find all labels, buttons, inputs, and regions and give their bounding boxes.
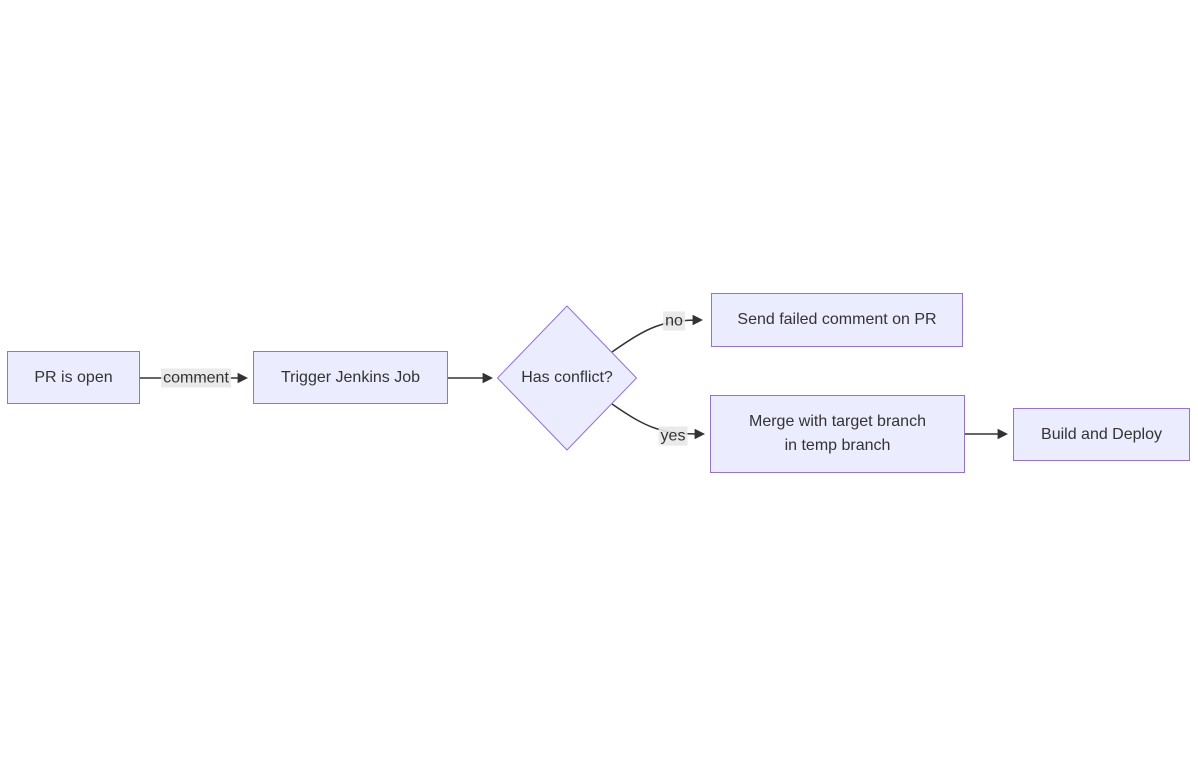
edge-label-yes: yes [658,426,688,446]
node-trigger-jenkins-job: Trigger Jenkins Job [253,351,448,404]
node-trigger-jenkins-job-label: Trigger Jenkins Job [280,368,421,386]
node-merge-temp-branch-label-line1: Merge with target branch [749,413,926,430]
node-send-failed-comment: Send failed comment on PR [711,293,963,347]
edge-label-no: no [663,311,685,331]
edge-has-conflict-no-to-send-failed [611,314,704,353]
node-merge-temp-branch-label-line2: in temp branch [784,437,891,454]
node-pr-is-open: PR is open [7,351,140,404]
node-merge-temp-branch: Merge with target branch in temp branch [710,395,965,473]
node-build-and-deploy: Build and Deploy [1013,408,1190,461]
node-pr-is-open-label: PR is open [34,368,113,386]
node-build-and-deploy-label: Build and Deploy [1041,425,1162,443]
node-send-failed-comment-label: Send failed comment on PR [737,311,937,328]
node-has-conflict: Has conflict? [497,306,637,450]
edge-has-conflict-yes-to-merge [611,403,706,440]
decision-diamond-shape [496,305,638,451]
node-has-conflict-label: Has conflict? [521,369,613,386]
edge-label-comment: comment [161,368,231,388]
